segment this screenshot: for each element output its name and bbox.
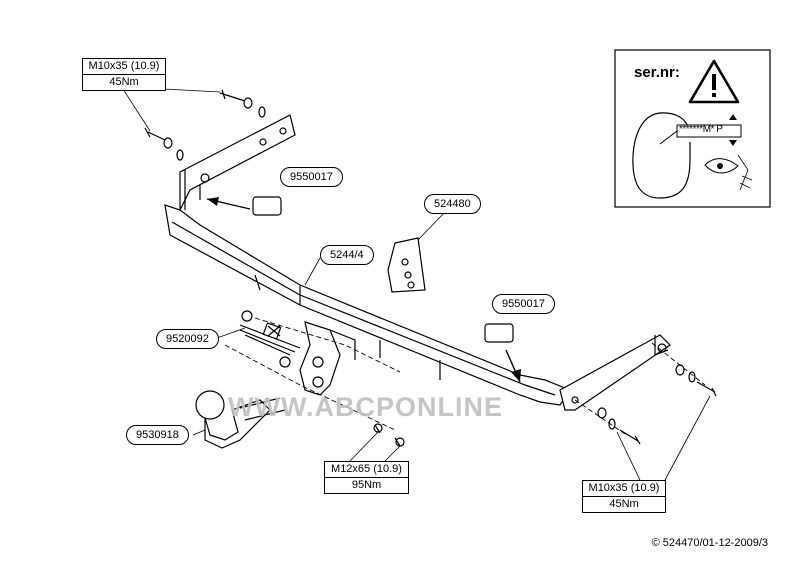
- bolt-spec-bottom-right: M10x35 (10.9) 45Nm: [582, 480, 666, 513]
- watermark-text: WWW.ABCPONLINE: [228, 392, 503, 422]
- part-label-beam: 5244/4: [320, 245, 374, 265]
- bolt-size: M10x35 (10.9): [583, 481, 665, 497]
- towball-assembly: [195, 390, 286, 449]
- bolt-size: M12x65 (10.9): [325, 462, 408, 478]
- assembly-lines: [224, 317, 706, 437]
- part-label-bracket: 524480: [424, 194, 481, 214]
- bolt-torque: 45Nm: [609, 498, 639, 510]
- part-label-towball: 9530918: [126, 425, 189, 445]
- fasteners: [144, 89, 717, 447]
- eye-icon: [704, 158, 739, 174]
- bolt-torque: 95Nm: [351, 479, 382, 491]
- part-label-socket-bracket: 9520092: [156, 329, 219, 349]
- part-label-plate-right: 9550017: [492, 294, 555, 314]
- bolt-spec-ball: M12x65 (10.9) 95Nm: [324, 461, 409, 494]
- ball-bracket: [299, 321, 356, 396]
- copyright-text: © 524470/01-12-2009/3: [651, 537, 768, 549]
- socket-plate: [239, 322, 301, 356]
- bolt-size: M10x35 (10.9): [83, 59, 165, 75]
- bolt-spec-top-left: M10x35 (10.9) 45Nm: [82, 58, 166, 91]
- part-label-plate-left: 9550017: [280, 167, 343, 187]
- serial-number-title: ser.nr:: [634, 64, 680, 81]
- right-side-arm: [559, 334, 671, 411]
- serial-number-pattern: *******M* P: [679, 124, 723, 135]
- bolt-torque: 45Nm: [109, 76, 139, 88]
- leader-lines: [122, 88, 711, 481]
- left-side-arm: [179, 114, 296, 211]
- warning-box: [614, 49, 771, 208]
- bracket-plates: [252, 196, 514, 343]
